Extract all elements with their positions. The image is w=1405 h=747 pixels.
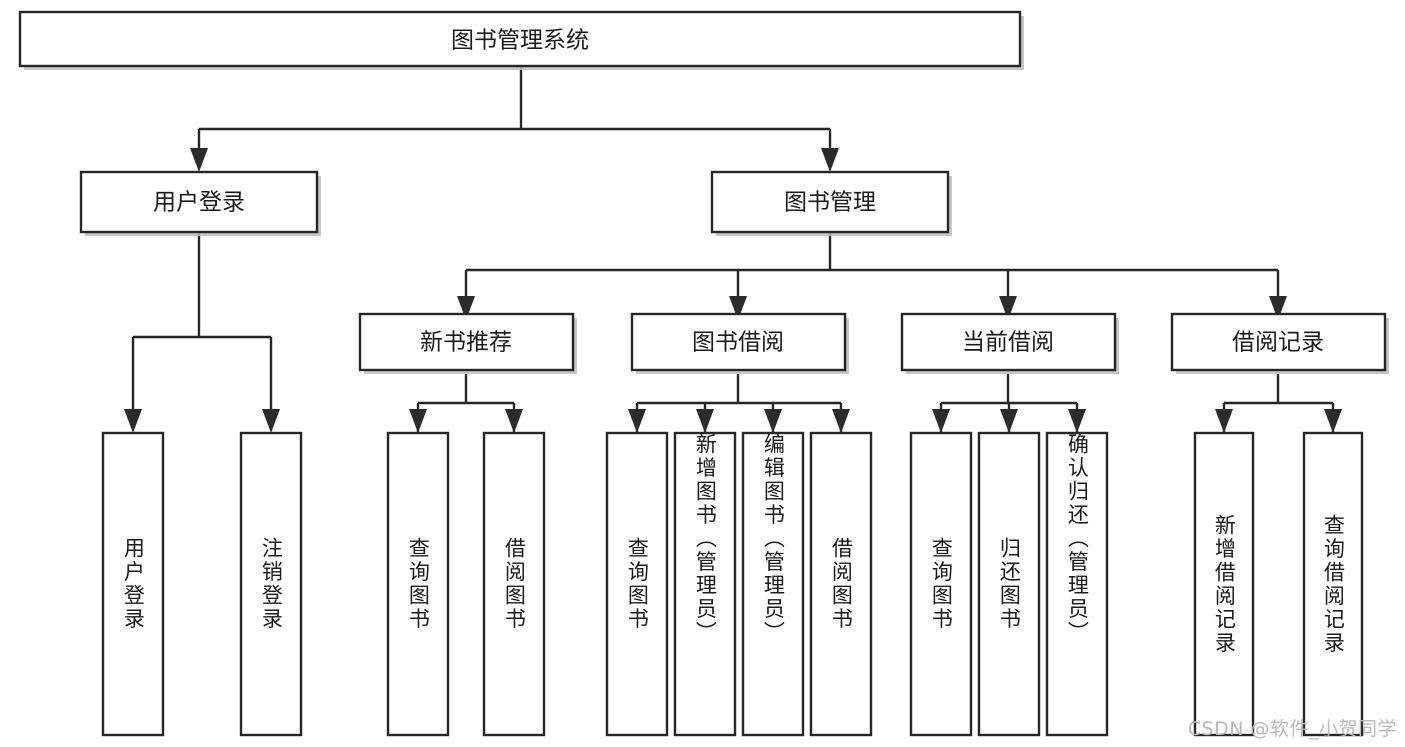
node-current-borrow-label: 当前借阅 — [962, 330, 1054, 356]
arrowhead-user-login-leaf-1 — [124, 409, 142, 433]
leaf-box-new-book-2[interactable] — [482, 431, 546, 737]
node-book-manage-label: 图书管理 — [784, 190, 876, 216]
node-book-borrow[interactable]: 图书借阅 — [630, 312, 849, 374]
node-new-book-recommend-label: 新书推荐 — [420, 330, 512, 356]
leaf-box-user-login-1[interactable] — [101, 431, 165, 737]
node-new-book-recommend-box[interactable] — [358, 312, 575, 372]
arrowhead-new-book-leaf-1 — [409, 409, 427, 433]
csdn-watermark: CSDN @软件_小贺同学 — [1187, 718, 1397, 740]
leaf-box-book-borrow-2[interactable] — [673, 431, 737, 737]
node-user-login[interactable]: 用户登录 — [79, 170, 321, 236]
leaf-box-current-borrow-2[interactable] — [977, 431, 1041, 737]
connector-layer — [124, 67, 1342, 433]
arrowhead-current-borrow-leaf-3 — [1068, 409, 1086, 433]
leaf-box-book-borrow-3[interactable] — [741, 431, 805, 737]
leaf-box-book-borrow-1[interactable] — [605, 431, 669, 737]
node-book-borrow-box[interactable] — [630, 312, 847, 372]
leaf-box-user-login-2[interactable] — [239, 431, 303, 737]
arrowhead-to-book-manage — [821, 148, 839, 172]
leaf-box-borrow-record-1[interactable] — [1193, 431, 1255, 737]
leaf-box-current-borrow-3[interactable] — [1045, 431, 1109, 737]
arrowhead-book-borrow-leaf-1 — [628, 409, 646, 433]
leaf-box-current-borrow-1[interactable] — [909, 431, 973, 737]
node-user-login-label: 用户登录 — [153, 190, 245, 216]
arrowhead-current-borrow-leaf-2 — [1000, 409, 1018, 433]
arrowhead-book-borrow-leaf-4 — [832, 409, 850, 433]
arrowhead-book-borrow-leaf-2 — [696, 409, 714, 433]
arrowhead-borrow-record-leaf-2 — [1324, 409, 1342, 433]
node-current-borrow-box[interactable] — [900, 312, 1117, 372]
node-borrow-record-label: 借阅记录 — [1232, 330, 1324, 356]
arrowhead-current-borrow-leaf-1 — [932, 409, 950, 433]
arrowhead-book-borrow-leaf-3 — [764, 409, 782, 433]
leaf-box-layer — [101, 431, 1364, 737]
node-root-label: 图书管理系统 — [451, 28, 589, 54]
node-borrow-record-box[interactable] — [1170, 312, 1387, 372]
node-current-borrow[interactable]: 当前借阅 — [900, 312, 1119, 374]
node-new-book-recommend[interactable]: 新书推荐 — [358, 312, 577, 374]
node-book-manage[interactable]: 图书管理 — [710, 170, 952, 236]
leaf-box-book-borrow-4[interactable] — [809, 431, 873, 737]
arrowhead-borrow-record-leaf-1 — [1215, 409, 1233, 433]
arrowhead-user-login-leaf-2 — [262, 409, 280, 433]
node-root-system[interactable]: 图书管理系统 — [18, 10, 1024, 70]
node-root-box[interactable] — [18, 10, 1022, 68]
node-book-manage-box[interactable] — [710, 170, 950, 234]
arrowhead-new-book-leaf-2 — [505, 409, 523, 433]
node-borrow-record[interactable]: 借阅记录 — [1170, 312, 1389, 374]
leaf-box-borrow-record-2[interactable] — [1302, 431, 1364, 737]
node-user-login-box[interactable] — [79, 170, 319, 234]
leaf-box-new-book-1[interactable] — [386, 431, 450, 737]
arrowhead-to-user-login — [190, 148, 208, 172]
node-book-borrow-label: 图书借阅 — [692, 330, 784, 356]
